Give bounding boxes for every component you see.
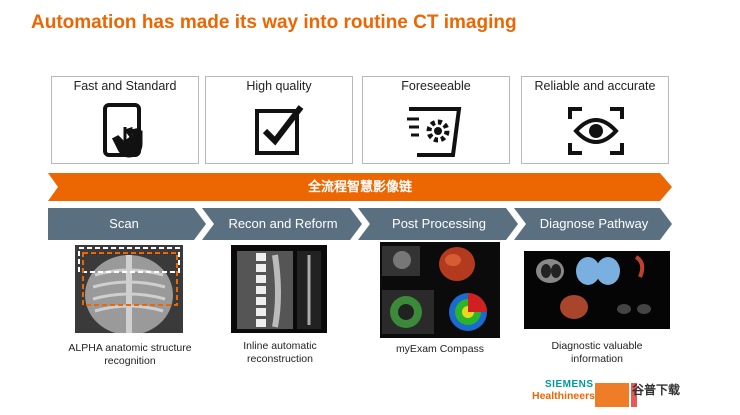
checkbox-icon: [255, 105, 304, 155]
gear-scanner-icon: [407, 107, 462, 157]
caption-recon: Inline automatic reconstruction: [243, 340, 317, 365]
siemens-logo: SIEMENS: [545, 379, 594, 390]
feature-card-quality: High quality: [205, 76, 353, 164]
diagnose-thumbnail: [524, 251, 670, 329]
feature-label: Fast and Standard: [73, 79, 177, 93]
post-processing-thumbnail: [380, 242, 500, 338]
healthineers-logo: Healthineers: [532, 390, 596, 402]
feature-label: Foreseeable: [401, 79, 471, 93]
scan-thumbnail: [75, 245, 183, 333]
slide-title: Automation has made its way into routine…: [31, 12, 517, 33]
step-label-recon: Recon and Reform: [228, 216, 338, 231]
watermark-logo: [595, 383, 637, 407]
caption-post: myExam Compass: [395, 343, 485, 355]
feature-label: Reliable and accurate: [534, 79, 656, 93]
feature-card-fast: Fast and Standard: [51, 76, 199, 164]
step-recon: [202, 208, 362, 240]
step-post: [358, 208, 518, 240]
recon-thumbnail: [231, 245, 327, 333]
step-scan: [48, 208, 206, 240]
caption-scan: ALPHA anatomic structure recognition: [68, 342, 192, 367]
tablet-touch-icon: [103, 103, 143, 158]
feature-label: High quality: [246, 79, 312, 93]
feature-card-reliable: Reliable and accurate: [521, 76, 669, 164]
caption-diagnose: Diagnostic valuable information: [551, 340, 643, 365]
step-label-scan: Scan: [109, 216, 139, 231]
step-label-post: Post Processing: [392, 216, 486, 231]
banner-label: 全流程智慧影像链: [307, 179, 412, 194]
watermark-text: 谷普下载: [632, 383, 681, 397]
step-label-diagnose: Diagnose Pathway: [539, 216, 649, 231]
step-diagnose: [514, 208, 672, 240]
workflow-banner: [48, 173, 672, 201]
eye-focus-icon: [568, 107, 624, 155]
feature-card-foreseeable: Foreseeable: [362, 76, 510, 164]
